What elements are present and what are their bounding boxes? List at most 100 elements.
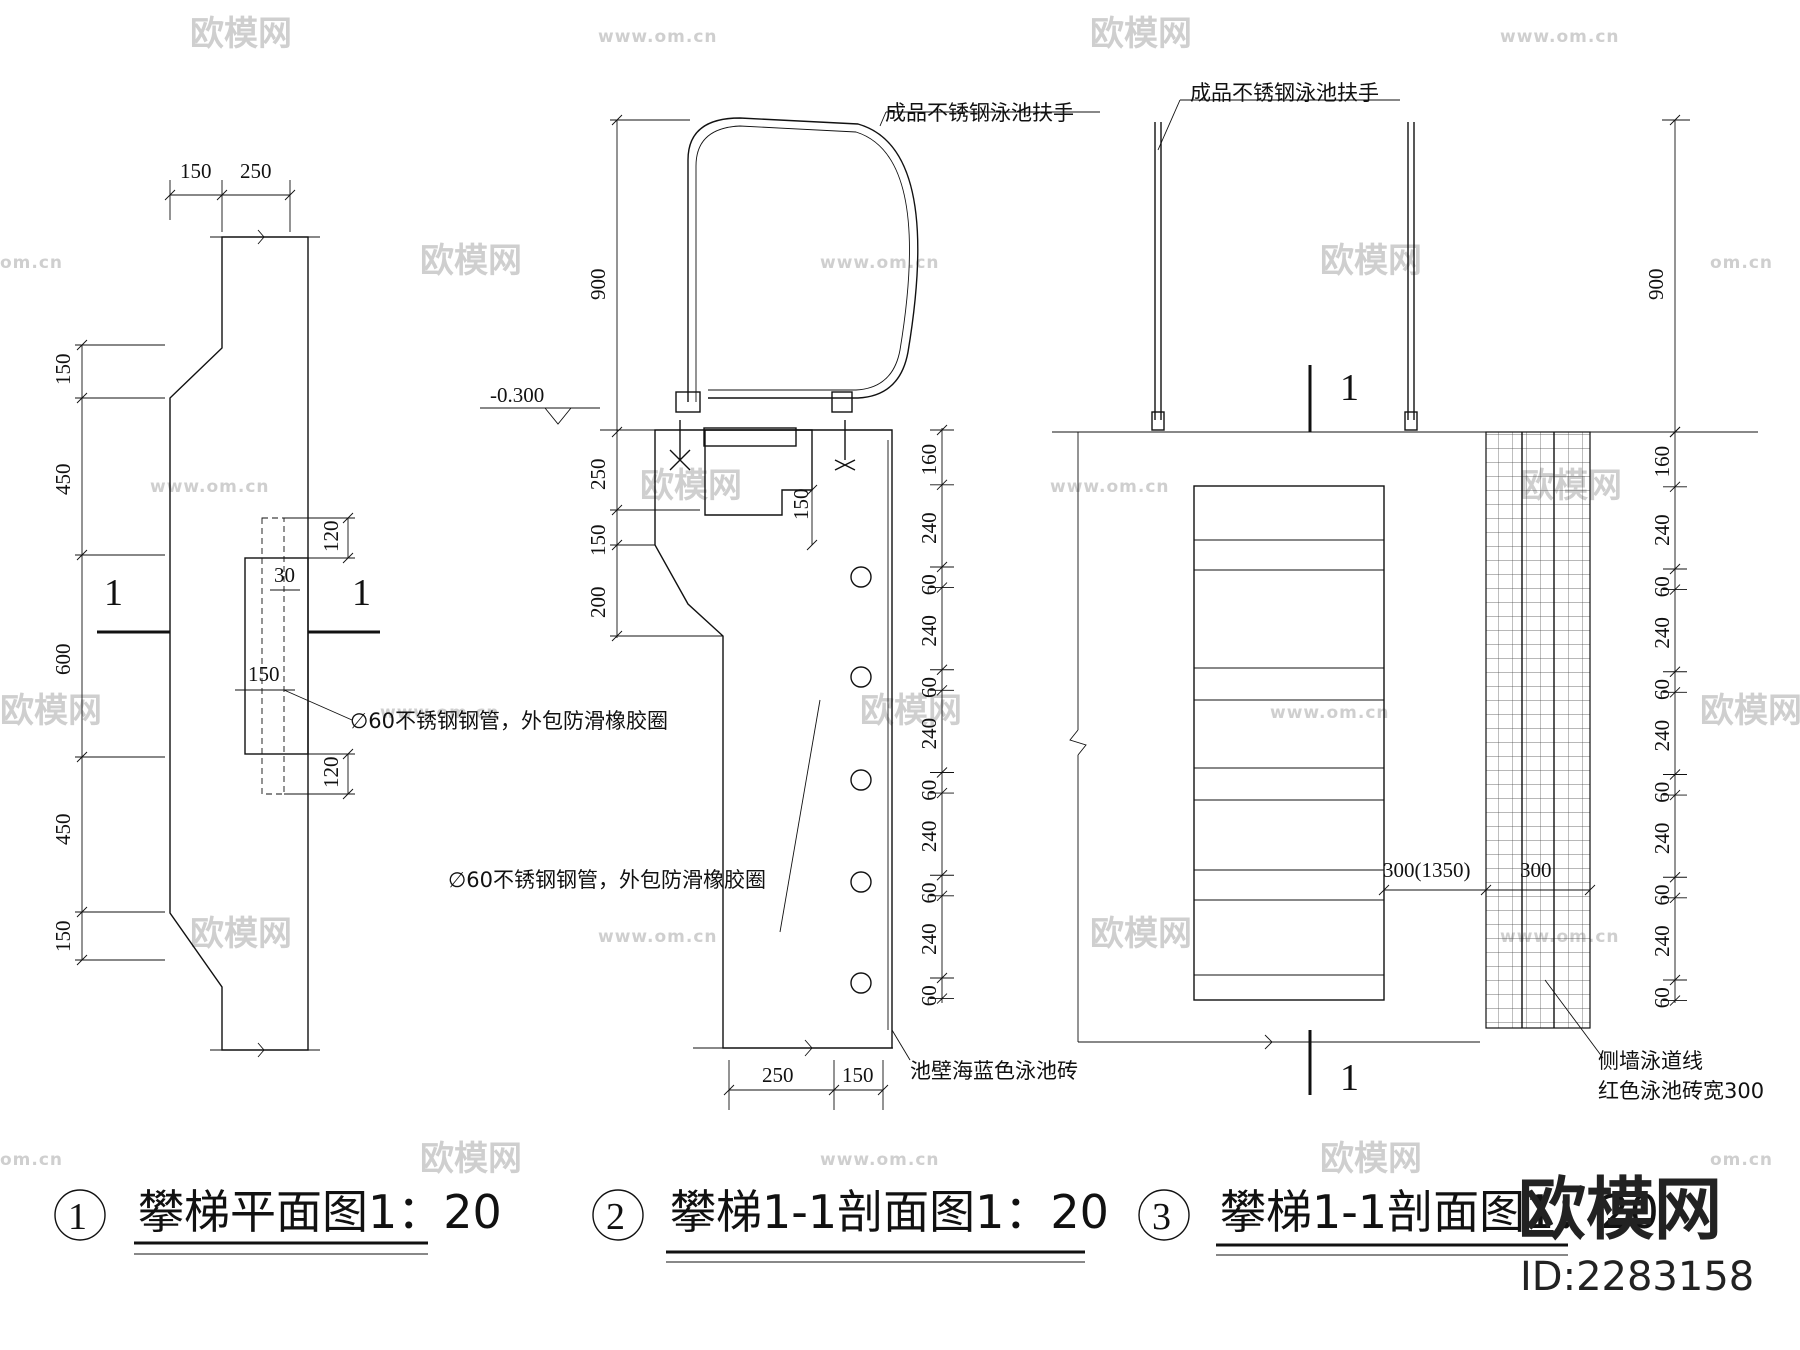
watermark-brand: 欧模网 bbox=[640, 466, 742, 506]
section3-section-mark-top: 1 bbox=[1340, 367, 1359, 409]
watermark-site: www.om.cn bbox=[1050, 477, 1170, 497]
watermark-brand: 欧模网 bbox=[190, 14, 292, 54]
plan-dim-left: 450 bbox=[51, 464, 75, 496]
watermark-site: www.om.cn bbox=[380, 703, 500, 723]
watermark-site: om.cn bbox=[0, 253, 63, 273]
watermark-site: om.cn bbox=[1710, 253, 1773, 273]
section2-dim-bottom: 250 bbox=[762, 1063, 794, 1087]
plan-dim-inner: 30 bbox=[274, 563, 295, 587]
watermark-brand: 欧模网 bbox=[1700, 691, 1800, 731]
section2-tile-note: 池壁海蓝色泳池砖 bbox=[910, 1059, 1078, 1083]
section3-dim-right: 60 bbox=[1650, 576, 1674, 597]
caption-3: 3 攀梯1-1剖面图1：20 bbox=[1138, 1185, 1659, 1256]
watermark-site: www.om.cn bbox=[598, 27, 718, 47]
watermark-brand: 欧模网 bbox=[1090, 14, 1192, 54]
watermark-site: www.om.cn bbox=[1270, 703, 1390, 723]
section2-dim-right: 240 bbox=[917, 923, 941, 955]
watermark-brand: 欧模网 bbox=[1320, 1139, 1422, 1179]
section3-dim-right: 240 bbox=[1650, 720, 1674, 752]
section3-drawing: 成品不锈钢泳池扶手 1 1 300(1350) 300 900 160 240 60… bbox=[1052, 81, 1764, 1103]
plan-dim-left: 600 bbox=[51, 644, 75, 676]
caption-1-number: 1 bbox=[68, 1196, 87, 1238]
section2-rail-note: 成品不锈钢泳池扶手 bbox=[885, 101, 1074, 125]
section3-dim-rail: 900 bbox=[1644, 269, 1668, 301]
section3-dim-right: 60 bbox=[1650, 679, 1674, 700]
ladder-pocket bbox=[244, 557, 309, 755]
plan-dim-top: 250 bbox=[240, 159, 272, 183]
caption-2-number: 2 bbox=[606, 1196, 625, 1238]
rung bbox=[850, 972, 872, 994]
plan-dim-top: 150 bbox=[180, 159, 212, 183]
section2-dim-right: 60 bbox=[917, 883, 941, 904]
section2-handrail bbox=[687, 117, 919, 402]
watermark-brand: 欧模网 bbox=[1320, 241, 1422, 281]
site-badge: 欧模网 ID:2283158 bbox=[1518, 1171, 1754, 1300]
watermark-site: www.om.cn bbox=[820, 1150, 940, 1170]
section2-dim-right: 240 bbox=[917, 512, 941, 544]
section2-level: -0.300 bbox=[490, 383, 544, 407]
section2-dim-right: 60 bbox=[917, 574, 941, 595]
watermark-brand: 欧模网 bbox=[1090, 914, 1192, 954]
watermark-brand: 欧模网 bbox=[860, 691, 962, 731]
section2-dim-bottom: 150 bbox=[842, 1063, 874, 1087]
rung bbox=[850, 566, 872, 588]
watermark-site: om.cn bbox=[0, 1150, 63, 1170]
watermark-site: www.om.cn bbox=[598, 927, 718, 947]
section2-rungs bbox=[850, 566, 872, 994]
badge-brand: 欧模网 bbox=[1518, 1171, 1722, 1250]
caption-1: 1 攀梯平面图1：20 bbox=[54, 1185, 502, 1255]
rung bbox=[850, 666, 872, 688]
section2-dim-right: 240 bbox=[917, 615, 941, 647]
plan-dim-left: 450 bbox=[51, 814, 75, 846]
rung bbox=[850, 871, 872, 893]
section3-dim-a: 300(1350) bbox=[1383, 858, 1471, 882]
section3-rail-note: 成品不锈钢泳池扶手 bbox=[1190, 81, 1379, 105]
badge-id: ID:2283158 bbox=[1520, 1254, 1754, 1300]
rung bbox=[850, 769, 872, 791]
plan-dim-left: 150 bbox=[51, 354, 75, 386]
section3-dim-right: 240 bbox=[1650, 925, 1674, 957]
caption-3-title: 攀梯1-1剖面图1：20 bbox=[1220, 1185, 1659, 1239]
section3-dim-right: 240 bbox=[1650, 823, 1674, 855]
section3-dim-right: 240 bbox=[1650, 617, 1674, 649]
plan-dim-inner: 150 bbox=[248, 662, 280, 686]
section2-dim-left: 150 bbox=[586, 525, 610, 557]
section2-dim-left: 200 bbox=[586, 587, 610, 619]
section3-lane-note: 红色泳池砖宽300 bbox=[1598, 1079, 1764, 1103]
section2-dim-right: 60 bbox=[917, 985, 941, 1006]
watermark-brand: 欧模网 bbox=[190, 914, 292, 954]
section2-pipe-note: ∅60不锈钢钢管，外包防滑橡胶圈 bbox=[448, 868, 766, 892]
section3-lane-grid bbox=[1485, 431, 1591, 1029]
caption-3-number: 3 bbox=[1152, 1196, 1171, 1238]
watermark-layer: 欧模网 www.om.cn 欧模网 www.om.cn om.cn 欧模网 ww… bbox=[0, 14, 1800, 1179]
section2-dim-right: 60 bbox=[917, 677, 941, 698]
watermark-brand: 欧模网 bbox=[420, 1139, 522, 1179]
section3-step-panel bbox=[1193, 485, 1385, 1001]
section2-dim-right: 160 bbox=[917, 444, 941, 476]
plan-dim-inner: 120 bbox=[319, 521, 343, 553]
section2-dim-left: 250 bbox=[586, 459, 610, 491]
section3-dim-right: 60 bbox=[1650, 987, 1674, 1008]
plan-wall bbox=[169, 236, 309, 1051]
watermark-site: www.om.cn bbox=[820, 253, 940, 273]
section2-drawing: 成品不锈钢泳池扶手 -0.300 900 bbox=[448, 101, 1100, 1110]
watermark-site: www.om.cn bbox=[1500, 27, 1620, 47]
section2-wall bbox=[654, 429, 893, 1049]
section3-dim-b: 300 bbox=[1520, 858, 1552, 882]
plan-dims-left: 150 450 600 450 150 bbox=[51, 354, 75, 953]
caption-2-title: 攀梯1-1剖面图1：20 bbox=[670, 1185, 1109, 1239]
caption-2: 2 攀梯1-1剖面图1：20 bbox=[592, 1185, 1109, 1263]
section3-rails bbox=[1151, 122, 1418, 431]
section3-lane-note: 侧墙泳道线 bbox=[1598, 1049, 1703, 1073]
section3-dim-right: 60 bbox=[1650, 782, 1674, 803]
plan-section-mark-left: 1 bbox=[104, 572, 123, 614]
section3-dim-right: 240 bbox=[1650, 514, 1674, 546]
section2-dim-right: 240 bbox=[917, 718, 941, 750]
section3-dim-right: 160 bbox=[1650, 446, 1674, 478]
watermark-site: www.om.cn bbox=[150, 477, 270, 497]
caption-1-title: 攀梯平面图1：20 bbox=[138, 1185, 502, 1239]
section3-section-mark-bottom: 1 bbox=[1340, 1057, 1359, 1099]
plan-dim-inner: 120 bbox=[319, 757, 343, 789]
section2-dim-right: 60 bbox=[917, 780, 941, 801]
